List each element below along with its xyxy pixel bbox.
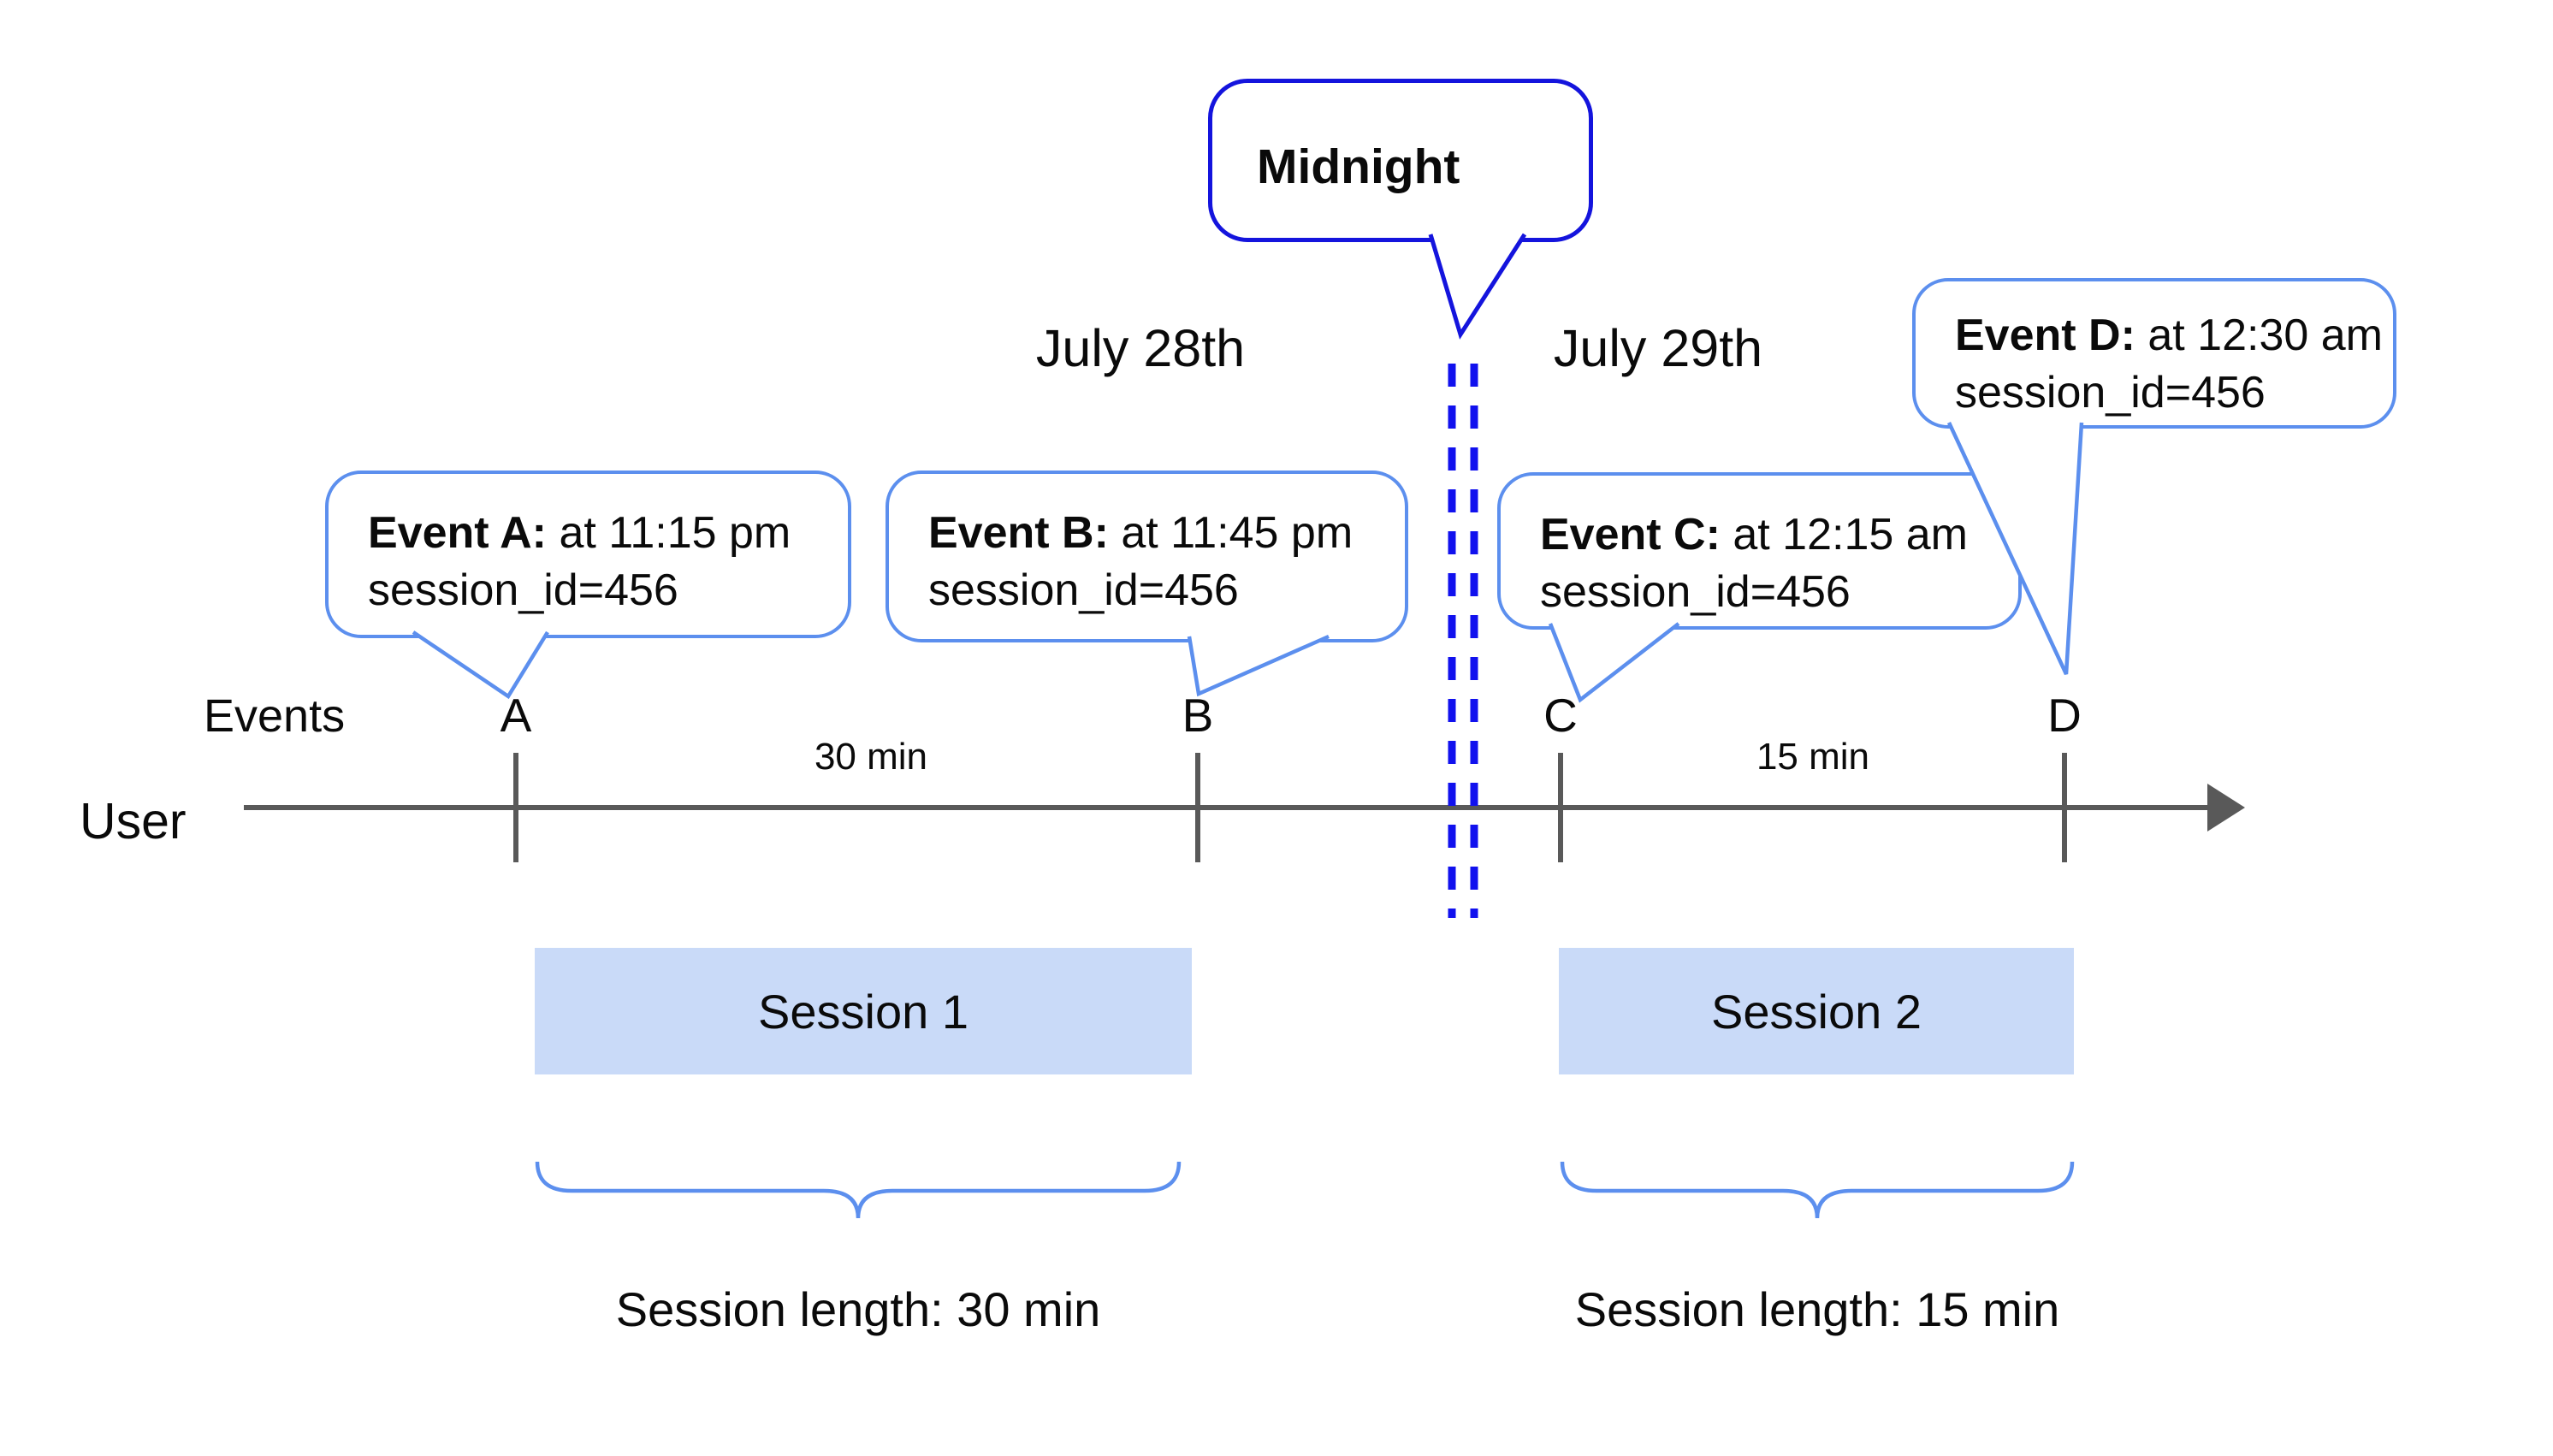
- event-marker-a: A: [500, 689, 532, 742]
- event-d-callout: Event D: at 12:30 am session_id=456: [1912, 278, 2396, 429]
- event-marker-c: C: [1543, 689, 1578, 742]
- event-a-callout: Event A: at 11:15 pm session_id=456: [325, 471, 851, 638]
- event-a-line2: session_id=456: [368, 565, 678, 615]
- event-d-line2: session_id=456: [1955, 368, 2266, 417]
- midnight-callout-tail: [1428, 233, 1527, 340]
- event-b-line1: Event B: at 11:45 pm: [928, 508, 1354, 558]
- event-c-line1: Event C: at 12:15 am: [1540, 510, 1968, 559]
- event-b-line2: session_id=456: [928, 565, 1239, 615]
- event-marker-b: B: [1182, 689, 1214, 742]
- session-2-label: Session 2: [1711, 984, 1922, 1039]
- interval-label-15min: 15 min: [1756, 736, 1870, 778]
- session-1-brace: [535, 1161, 1182, 1219]
- session-1-box: Session 1: [535, 948, 1192, 1074]
- timeline-arrowhead-icon: [2207, 784, 2245, 832]
- user-row-label: User: [80, 793, 187, 849]
- midnight-callout: Midnight: [1208, 79, 1593, 242]
- session-2-length-caption: Session length: 15 min: [1574, 1282, 2060, 1336]
- date-label-july-29: July 29th: [1553, 319, 1763, 377]
- session-2-brace: [1560, 1161, 2075, 1219]
- event-a-line1: Event A: at 11:15 pm: [368, 508, 791, 558]
- midnight-label: Midnight: [1257, 139, 1460, 194]
- events-row-label: Events: [204, 690, 346, 742]
- interval-label-30min: 30 min: [814, 736, 928, 778]
- event-b-callout-tail: [1187, 634, 1330, 697]
- event-marker-d: D: [2047, 689, 2082, 742]
- session-1-length-caption: Session length: 30 min: [615, 1282, 1101, 1336]
- event-c-callout: Event C: at 12:15 am session_id=456: [1497, 472, 2022, 630]
- event-a-callout-tail: [412, 630, 549, 700]
- event-c-line2: session_id=456: [1540, 567, 1851, 617]
- event-b-callout: Event B: at 11:45 pm session_id=456: [886, 471, 1408, 642]
- event-d-line1: Event D: at 12:30 am: [1955, 311, 2383, 360]
- session-1-label: Session 1: [758, 984, 968, 1039]
- session-2-box: Session 2: [1559, 948, 2074, 1074]
- date-label-july-28: July 28th: [1035, 319, 1246, 377]
